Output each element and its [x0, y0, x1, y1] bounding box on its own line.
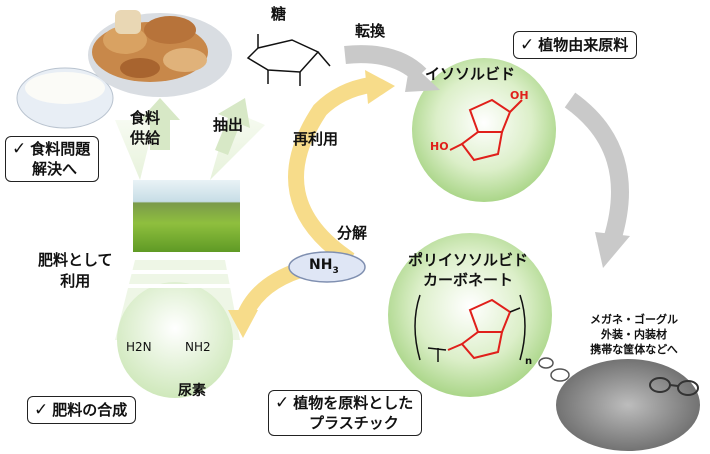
lens-image [556, 359, 700, 451]
rice-field-image [133, 180, 240, 252]
decomposition-label: 分解 [337, 224, 368, 242]
callout-food-problem: ✓食料問題 解決へ [5, 136, 100, 182]
food-illustration [16, 10, 232, 129]
uses-label: メガネ・ゴーグル 外装・内装材 携帯な筐体などへ [590, 313, 678, 356]
check-icon: ✓ [520, 35, 535, 55]
glasses-icon [649, 377, 699, 396]
callout-fertilizer-synth: ✓肥料の合成 [27, 396, 137, 424]
polycarbonate-label: ポリイソソルビド カーボネート [407, 251, 528, 289]
repeat-n-label: n [525, 356, 533, 367]
conversion-label: 転換 [355, 22, 386, 40]
arrows-up [140, 98, 250, 155]
isosorbide-circle [412, 58, 556, 202]
isosorbide-label: イソソルビド [425, 65, 516, 83]
oh-label: OH [510, 89, 529, 102]
food-supply-label: 食料 供給 [130, 109, 161, 147]
sugar-label: 糖 [271, 5, 287, 23]
nh3-ellipse [288, 251, 366, 283]
urea-circle [117, 282, 233, 398]
callout-plant-origin: ✓植物由来原料 [513, 31, 638, 59]
beam-stripes [124, 256, 236, 288]
thought-bubbles [538, 357, 570, 382]
callout-plant-plastic: ✓植物を原料とした プラスチック [268, 390, 423, 436]
polycarbonate-molecule [447, 298, 512, 360]
reuse-label: 再利用 [293, 130, 339, 148]
extraction-label: 抽出 [213, 116, 244, 134]
fertilizer-use-label: 肥料として 利用 [38, 251, 113, 290]
check-icon: ✓ [34, 400, 49, 420]
polymerize-arrow [564, 92, 629, 243]
urea-nh2-label: NH2 [185, 340, 211, 354]
polycarbonate-circle [388, 233, 552, 397]
glucose-structure [246, 34, 331, 86]
reuse-arrow [288, 77, 372, 267]
ho-label: HO [430, 140, 449, 153]
urea-label: 尿素 [178, 383, 206, 399]
isosorbide-molecule [449, 98, 523, 162]
nh3-label: NH3 [309, 257, 339, 276]
polycarbonate-brackets [414, 294, 526, 362]
check-icon: ✓ [275, 393, 290, 413]
check-icon: ✓ [12, 139, 27, 159]
urea-h2n-label: H2N [126, 340, 152, 354]
